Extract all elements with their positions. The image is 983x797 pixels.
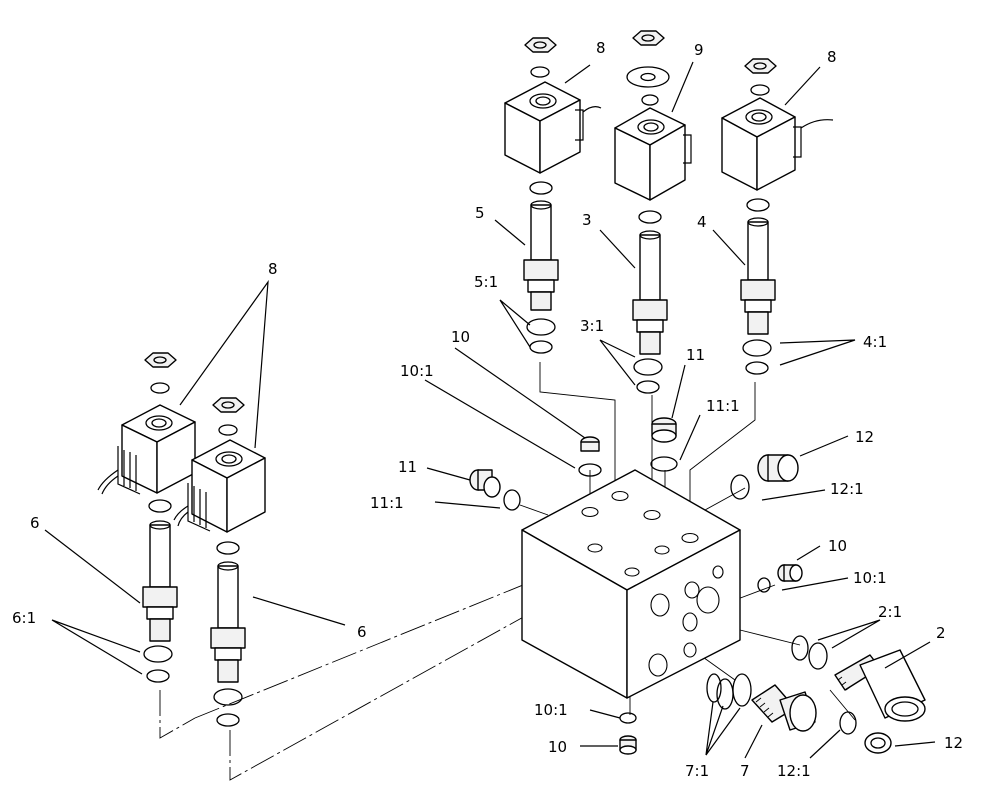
valve-cartridge-left-1: [142, 520, 178, 642]
callout-6-a: 6: [30, 514, 40, 532]
callout-3: 3: [582, 211, 592, 229]
top-nuts-and-washers: [524, 30, 777, 106]
callout-2: 2: [936, 624, 946, 642]
left-nuts-and-washers: [144, 352, 245, 436]
callout-5: 5: [475, 204, 485, 222]
callout-2-1: 2:1: [878, 603, 902, 621]
callout-8-b: 8: [827, 48, 837, 66]
callout-6-b: 6: [357, 623, 367, 641]
solenoid-coil-5: [504, 81, 602, 174]
valve-cartridge-4: [740, 217, 776, 335]
cartridge-2: [834, 649, 926, 722]
callout-labels: 8 9 8 5 3 4 5:1 3:1 4:1 8 10 10:1 11 11:…: [12, 39, 963, 780]
callout-10-c: 10: [548, 738, 567, 756]
plug-10-bottom: [619, 712, 637, 755]
callout-11-1-a: 11:1: [706, 397, 740, 415]
callout-12-1-b: 12:1: [777, 762, 811, 780]
callout-12-b: 12: [944, 734, 963, 752]
manifold-block: [521, 469, 741, 699]
o-rings-7-1: [706, 673, 752, 710]
callout-10-1-b: 10:1: [853, 569, 887, 587]
callout-10-b: 10: [828, 537, 847, 555]
callout-7: 7: [740, 762, 750, 780]
plug-11-left: [469, 469, 521, 511]
plug-12-bottom: [839, 711, 892, 754]
plug-10-right: [757, 564, 803, 593]
callout-4-1: 4:1: [863, 333, 887, 351]
callout-12-a: 12: [855, 428, 874, 446]
plug-12-right-top: [730, 454, 799, 500]
left-o-rings: [143, 499, 243, 727]
top-o-rings: [526, 181, 772, 394]
plug-11-top: [650, 417, 678, 472]
callout-11-1-b: 11:1: [370, 494, 404, 512]
o-rings-2-1: [791, 635, 828, 670]
solenoid-coil-left-2: [173, 439, 266, 533]
callout-12-1-a: 12:1: [830, 480, 864, 498]
leader-lines: [44, 61, 936, 759]
valve-cartridge-5: [523, 200, 559, 311]
callout-8-c: 8: [268, 260, 278, 278]
solenoid-coil-3: [614, 107, 692, 201]
callout-7-1: 7:1: [685, 762, 709, 780]
valve-cartridge-3: [632, 230, 668, 355]
callout-3-1: 3:1: [580, 317, 604, 335]
callout-10-1-a: 10:1: [400, 362, 434, 380]
solenoid-coil-4: [721, 97, 834, 191]
center-lines: [159, 362, 856, 781]
solenoid-coil-left-1: [97, 404, 196, 495]
callout-11-a: 11: [686, 346, 705, 364]
callout-8-a: 8: [596, 39, 606, 57]
callout-6-1: 6:1: [12, 609, 36, 627]
callout-10-1-c: 10:1: [534, 701, 568, 719]
valve-cartridge-left-2: [210, 561, 246, 683]
cartridge-7: [751, 684, 817, 732]
plug-10-top: [578, 436, 602, 477]
callout-10-a: 10: [451, 328, 470, 346]
callout-9: 9: [694, 41, 704, 59]
callout-5-1: 5:1: [474, 273, 498, 291]
callout-11-b: 11: [398, 458, 417, 476]
callout-4: 4: [697, 213, 707, 231]
